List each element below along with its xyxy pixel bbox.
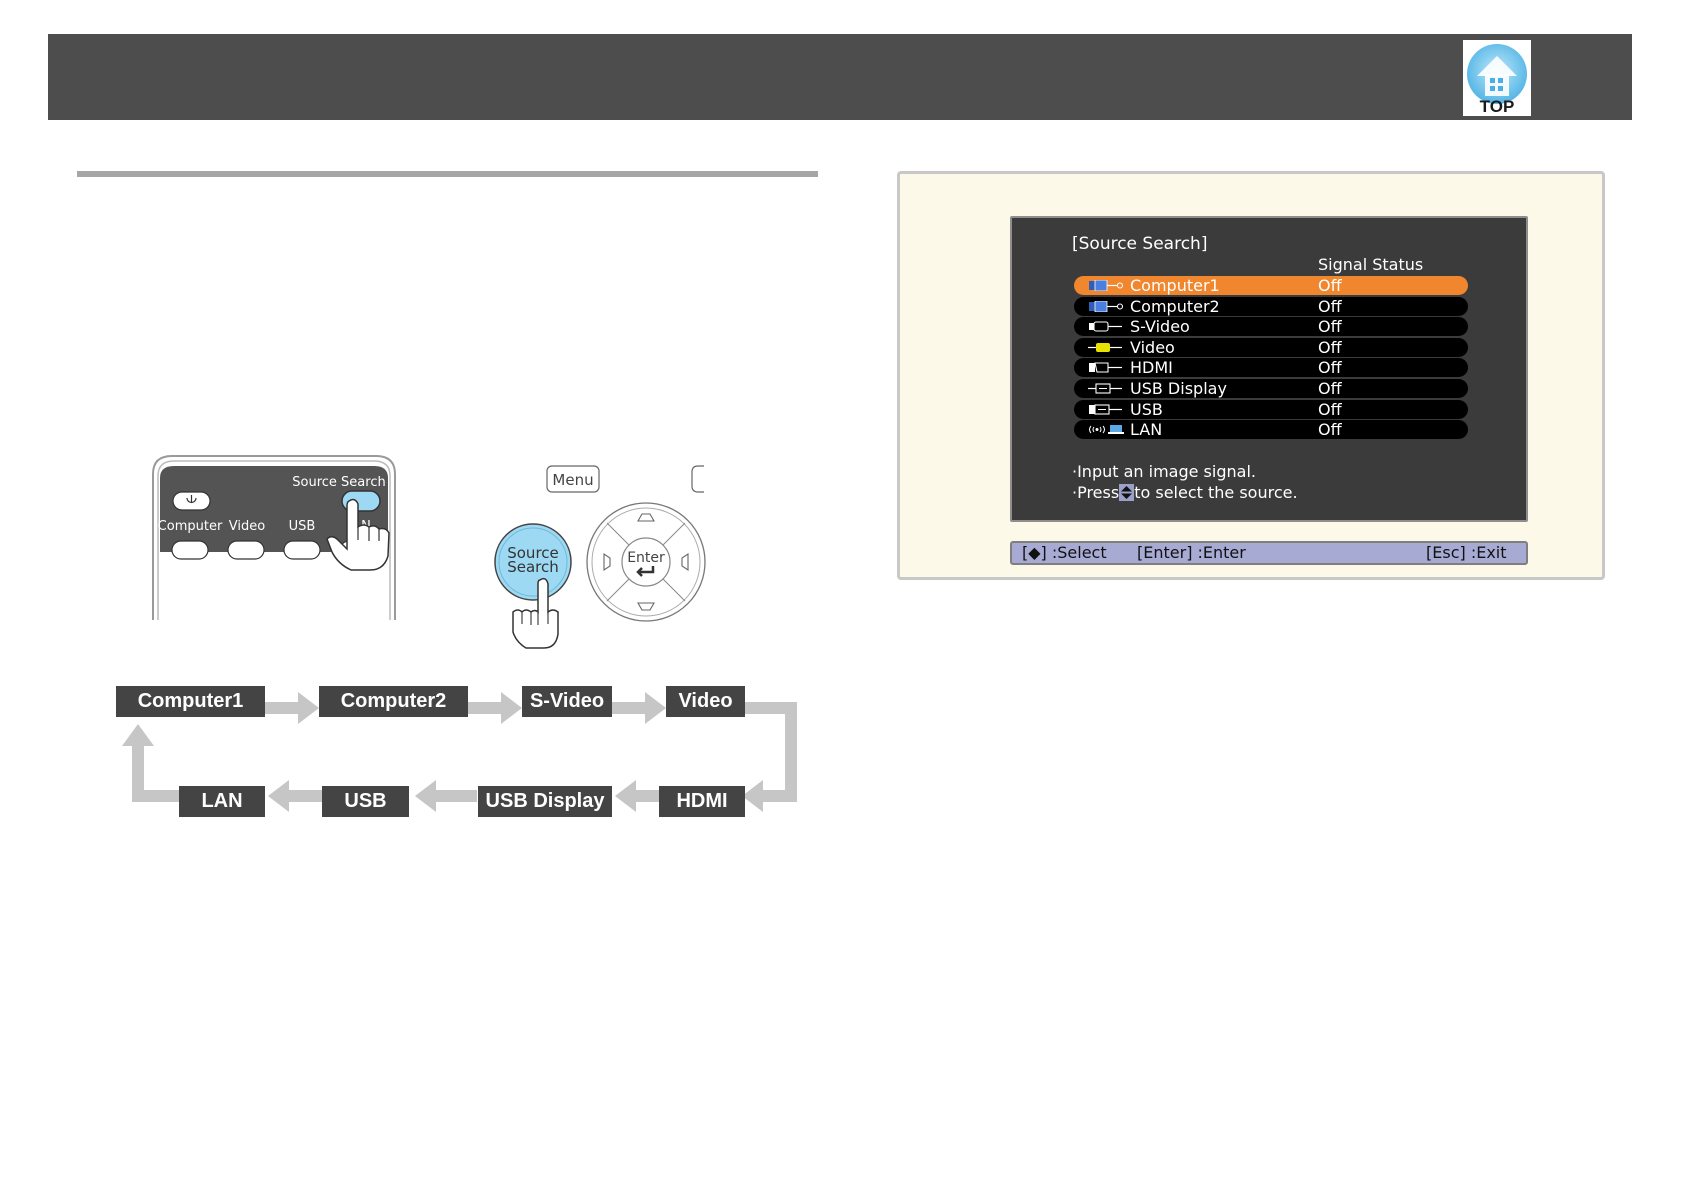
- keystone-left-icon: [603, 552, 611, 572]
- lan-icon: [1089, 425, 1124, 435]
- section-rule: [77, 171, 818, 177]
- source-row-usb[interactable]: USB Off: [1074, 399, 1468, 419]
- remote-source-search-label: Source Search: [292, 475, 385, 490]
- remote-video-button[interactable]: [227, 540, 265, 560]
- source-row-video[interactable]: Video Off: [1074, 337, 1468, 357]
- partial-button: [691, 465, 704, 493]
- source-row-lan[interactable]: LAN Off: [1074, 420, 1468, 440]
- source-search-dialog: [Source Search] Signal Status Computer1 …: [1010, 216, 1528, 522]
- message-rest: to select the source.: [1134, 483, 1298, 502]
- flow-computer2: Computer2: [319, 686, 468, 717]
- source-row-usb-display[interactable]: USB Display Off: [1074, 378, 1468, 398]
- source-name: Video: [1130, 337, 1175, 357]
- remote-usb-button[interactable]: [283, 540, 321, 560]
- remote-control-illustration: Source Search Computer Video USB N: [152, 455, 396, 620]
- computer-port-icon: [1089, 300, 1124, 312]
- source-status: Off: [1318, 276, 1342, 295]
- keystone-right-icon: [681, 552, 689, 572]
- enter-button[interactable]: [621, 537, 671, 587]
- source-name: USB: [1130, 399, 1163, 419]
- help-enter: [Enter] :Enter: [1137, 543, 1246, 562]
- source-row-computer1[interactable]: Computer1 Off: [1074, 276, 1468, 295]
- dialog-help-bar: [◆] :Select [Enter] :Enter [Esc] :Exit: [1010, 541, 1528, 565]
- source-status: Off: [1318, 337, 1342, 357]
- source-name: Computer1: [1130, 276, 1220, 295]
- top-button[interactable]: TOP: [1463, 40, 1531, 116]
- source-row-computer2[interactable]: Computer2 Off: [1074, 296, 1468, 316]
- help-exit: [Esc] :Exit: [1426, 543, 1507, 562]
- page-header: [48, 34, 1632, 120]
- source-name: LAN: [1130, 420, 1163, 440]
- source-name: USB Display: [1130, 378, 1227, 398]
- remote-label-computer: Computer: [158, 519, 223, 534]
- source-status: Off: [1318, 296, 1342, 316]
- remote-label-usb: USB: [289, 519, 316, 534]
- computer-port-icon: [1089, 280, 1124, 291]
- message-press: ·Press: [1072, 483, 1120, 502]
- source-name: HDMI: [1130, 358, 1173, 378]
- help-select: [◆] :Select: [1022, 543, 1107, 562]
- keystone-up-icon: [637, 513, 655, 522]
- hdmi-port-icon: [1089, 362, 1122, 373]
- source-name: Computer2: [1130, 296, 1220, 316]
- up-down-arrow-icon: [1119, 484, 1135, 501]
- signal-status-header: Signal Status: [1318, 255, 1424, 274]
- source-cycle-arrows: [122, 692, 797, 812]
- message-line-1: ·Input an image signal.: [1072, 462, 1256, 481]
- source-status: Off: [1318, 317, 1342, 337]
- source-row-s-video[interactable]: S-Video Off: [1074, 317, 1468, 337]
- source-list: Computer1 Off Computer2 Off S-Video Off …: [1074, 276, 1468, 441]
- usb-port-icon: [1089, 404, 1122, 415]
- dialog-title: [Source Search]: [1072, 234, 1208, 254]
- flow-lan: LAN: [179, 786, 265, 817]
- source-status: Off: [1318, 399, 1342, 419]
- flow-computer1: Computer1: [116, 686, 265, 717]
- dialog-message: ·Input an image signal. ·Press to select …: [1072, 461, 1298, 503]
- s-video-port-icon: [1089, 321, 1122, 332]
- flow-usb-display: USB Display: [478, 786, 612, 817]
- source-row-hdmi[interactable]: HDMI Off: [1074, 358, 1468, 378]
- top-label: TOP: [1480, 97, 1515, 116]
- panel-source-label-1: Source: [507, 544, 559, 562]
- remote-label-video: Video: [229, 519, 265, 534]
- power-icon: [186, 495, 197, 504]
- menu-button-label: Menu: [552, 471, 593, 489]
- usb-display-icon: [1088, 383, 1122, 394]
- control-panel-illustration: Menu Source Search Enter: [494, 465, 706, 649]
- pointing-hand-icon: [512, 577, 559, 649]
- panel-source-label-2: Search: [507, 558, 559, 576]
- flow-usb: USB: [322, 786, 409, 817]
- flow-s-video: S-Video: [522, 686, 612, 717]
- flow-video: Video: [666, 686, 745, 717]
- message-line-2: ·Press to select the source.: [1072, 482, 1298, 503]
- panel-source-search-button[interactable]: [494, 523, 572, 601]
- remote-computer-button[interactable]: [171, 540, 209, 560]
- source-name: S-Video: [1130, 317, 1190, 337]
- source-status: Off: [1318, 420, 1342, 440]
- enter-button-label: Enter: [627, 550, 665, 566]
- source-status: Off: [1318, 358, 1342, 378]
- video-port-icon: [1088, 342, 1122, 352]
- home-icon: TOP: [1467, 44, 1527, 116]
- source-status: Off: [1318, 378, 1342, 398]
- pointing-hand-icon: [326, 498, 390, 571]
- flow-hdmi: HDMI: [659, 786, 745, 817]
- menu-button[interactable]: [546, 465, 600, 493]
- enter-return-icon: [636, 566, 655, 577]
- keystone-down-icon: [637, 602, 655, 611]
